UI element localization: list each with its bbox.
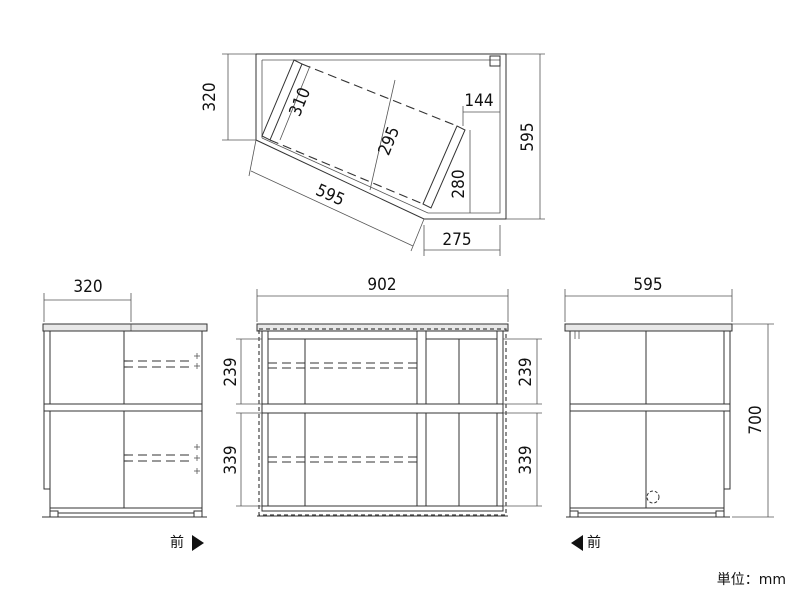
plan-outline: [255, 53, 507, 220]
dim-plan-320: 320: [200, 82, 220, 111]
left-middle-shelf: [43, 403, 203, 412]
left-front-panel: [123, 330, 203, 512]
side-view-left: 320 前: [42, 277, 208, 551]
plan-inner-outline: [261, 59, 501, 214]
dim-front-339-right: 339: [516, 445, 536, 474]
front-label-left: 前: [170, 534, 184, 551]
dim-plan-595-diagonal: 595: [313, 180, 348, 210]
left-top-board: [42, 323, 208, 332]
caster-icon: [646, 490, 660, 504]
dim-front-239-right: 239: [516, 357, 536, 386]
dim-left-320: 320: [73, 277, 102, 297]
arrow-right-icon: [192, 535, 204, 551]
dim-right-700: 700: [746, 405, 766, 434]
shelf-back-dashed: [301, 63, 458, 127]
front-middle-shelf: [261, 403, 504, 414]
front-top-board: [256, 323, 509, 332]
shelf-right-panel: [422, 125, 466, 209]
dim-plan-310: 310: [286, 85, 315, 120]
dim-plan-275: 275: [442, 230, 471, 250]
dim-front-902: 902: [367, 275, 396, 295]
front-center-divider: [416, 330, 427, 512]
unit-note: 単位：mm: [717, 572, 786, 588]
dim-front-339-left: 339: [221, 445, 241, 474]
right-middle-shelf: [569, 403, 731, 412]
arrow-left-icon: [571, 535, 583, 551]
left-back-panel: [49, 330, 125, 512]
corner-post: [489, 55, 501, 67]
dim-plan-280: 280: [449, 169, 469, 198]
right-top-board: [564, 323, 733, 332]
side-view-right: 595 700 前: [564, 275, 774, 551]
dim-plan-295: 295: [375, 124, 404, 159]
dim-plan-144: 144: [464, 91, 493, 111]
dim-right-595: 595: [633, 275, 662, 295]
dim-plan-595-right: 595: [518, 122, 538, 151]
dim-front-239-left: 239: [221, 357, 241, 386]
front-label-right: 前: [587, 534, 601, 551]
front-dashed-outline: [258, 328, 507, 516]
plan-view: 320 310 295 144 280 595 595 275: [200, 53, 545, 256]
front-view: 902 239 339: [221, 275, 542, 517]
left-shelf-pins: [194, 353, 200, 474]
shelf-front-dashed: [269, 139, 424, 205]
